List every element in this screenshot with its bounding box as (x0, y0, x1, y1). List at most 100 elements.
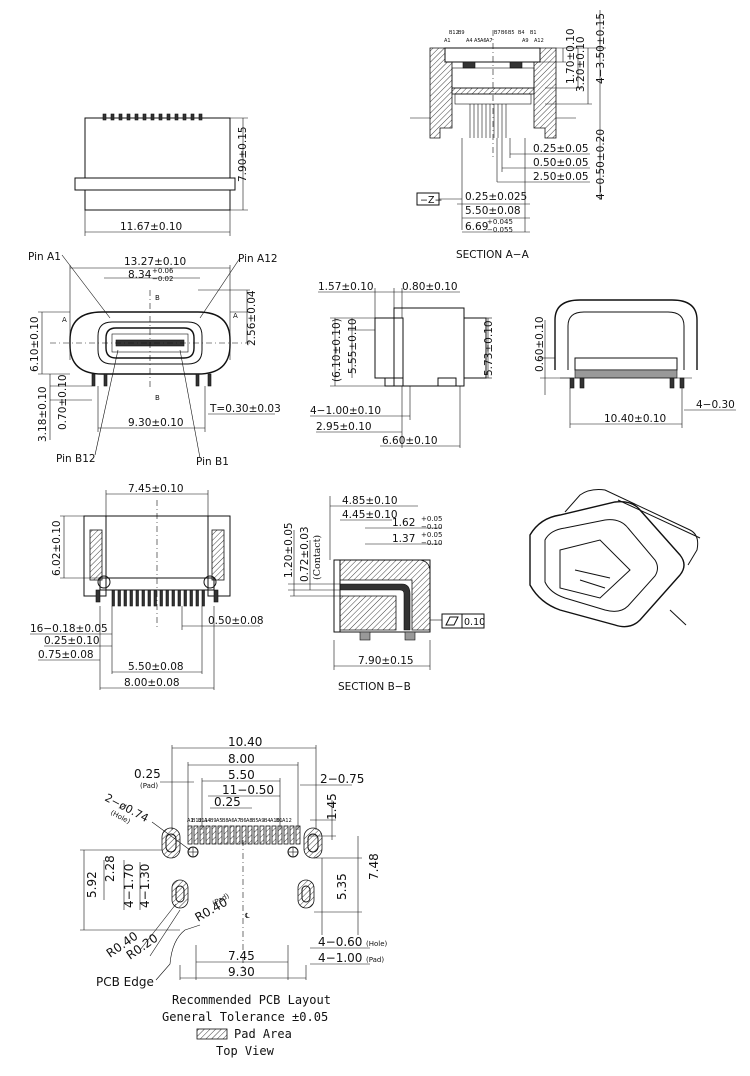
front-dim-3.18: 3.18±0.10 (37, 386, 49, 442)
bb-dim-1.20: 1.20±0.05 (283, 522, 295, 578)
pcb-pad (211, 825, 217, 845)
pcb-dim-7.45: 7.45 (228, 949, 255, 963)
pcb-pin-label: A7 (234, 818, 241, 824)
pcb-dim-8.00: 8.00 (228, 752, 255, 766)
pcb-pin-label: B8 (222, 818, 229, 824)
mid-dim-1.00: 4−1.00±0.10 (310, 405, 381, 417)
pcb-pin-label: B6 (240, 818, 247, 824)
bb-caption: SECTION B−B (338, 681, 411, 693)
pcb-edge-label: PCB Edge (96, 975, 154, 989)
side-view-height-dim: 7.90±0.15 (237, 126, 249, 182)
section-aa-contacts (469, 104, 507, 138)
datum-z: −Z− (420, 195, 442, 206)
bb-dim-1.37-tol-lower: −0.10 (421, 539, 442, 547)
pcb-dim-4-1.30: 4−1.30 (138, 864, 152, 908)
bb-dim-0.72: 0.72±0.03 (299, 526, 311, 582)
section-aa-dim-6.69: 6.69 (465, 221, 488, 233)
front-legs (91, 373, 212, 387)
notes-title: Recommended PCB Layout (172, 993, 331, 1007)
bottom-left-view: 7.45±0.10 (30, 483, 264, 690)
notes-top-view: Top View (216, 1044, 275, 1058)
pin-a12-label: Pin A12 (238, 253, 278, 265)
pcb-pad-slot-label: (Pad) (366, 956, 384, 964)
bl-dim-7.45: 7.45±0.10 (128, 483, 184, 495)
section-aa-pin-labels: B12 B9 A1 A4 A5 A6 A7 B7 B6 B5 B4 B1 A9 … (444, 30, 544, 44)
mid-dim-1.57: 1.57±0.10 (318, 281, 374, 293)
front-dim-0.70: 0.70±0.10 (57, 374, 69, 430)
pcb-layout-view: 10.40 8.00 5.50 0.25 (Pad) 2−0.75 11−0.5… (80, 735, 388, 989)
pcb-pad (205, 825, 211, 845)
mid-view: 1.57±0.10 0.80±0.10 (6.10±0.10) 5.55±0.1… (310, 281, 495, 448)
pcb-pin-label: A5 (216, 818, 223, 824)
pcb-pin-label: A10 (270, 818, 280, 824)
bl-dim-6.02: 6.02±0.10 (51, 520, 63, 576)
side-view-pins (102, 113, 203, 121)
side-view: 7.90±0.15 11.67±0.10 (74, 113, 249, 236)
pcb-pin-label: B9 (210, 818, 217, 824)
bl-dim-0.25: 0.25±0.10 (44, 635, 100, 647)
notes-tolerance: General Tolerance ±0.05 (162, 1010, 328, 1024)
bb-dim-1.62-tol-lower: −0.10 (421, 523, 442, 531)
pcb-pin-label: A6 (228, 818, 235, 824)
pcb-pad (187, 825, 193, 845)
pcb-pin-label: B5 (252, 818, 259, 824)
front-section-mark-a-left: A (62, 316, 67, 324)
pcb-pad (265, 825, 271, 845)
iso-3d-view (529, 489, 701, 628)
section-aa-dim-0.25b: 0.25±0.025 (465, 191, 527, 203)
front-section-mark-b-top: B (155, 294, 160, 302)
pcb-pin-label: B1 (276, 818, 283, 824)
bl-dim-8.00: 8.00±0.08 (124, 677, 180, 689)
front-dim-8.34-tol-upper: +0.06 (152, 267, 174, 275)
section-aa-dim-1.70: 1.70±0.10 (565, 28, 577, 84)
pcb-pin-label: A8 (246, 818, 253, 824)
section-aa-dim-0.50b: 0.50±0.05 (533, 157, 589, 169)
front-dim-9.30: 9.30±0.10 (128, 417, 184, 429)
bl-dim-16-0.18: 16−0.18±0.05 (30, 623, 108, 635)
section-aa-dim-6.69-tol-lower: −0.055 (487, 226, 513, 234)
pcb-pad (241, 825, 247, 845)
front-section-mark-b-bottom: B (155, 394, 160, 402)
pcb-slot-pad (303, 827, 323, 859)
pcb-dim-2-0.75: 2−0.75 (320, 772, 364, 786)
pcb-pad (217, 825, 223, 845)
section-aa-dim-0.50: 4−0.50±0.20 (595, 129, 607, 200)
front-view: Pin A1 Pin A12 13.27±0.10 8.34 +0.06 −0.… (28, 251, 281, 468)
pin-label: B9 (458, 30, 465, 36)
pcb-dim-1.45: 1.45 (325, 793, 339, 820)
bl-dim-5.50: 5.50±0.08 (128, 661, 184, 673)
bl-pins (95, 589, 219, 607)
pcb-pad (283, 825, 289, 845)
pcb-dim-11-0.50: 11−0.50 (222, 783, 274, 797)
mid-dim-2.95: 2.95±0.10 (316, 421, 372, 433)
pcb-pin-label: A9 (258, 818, 265, 824)
section-aa-dim-0.25: 0.25±0.05 (533, 143, 589, 155)
pcb-hole-slot-label: (Hole) (366, 940, 388, 948)
bb-contact-label: (Contact) (312, 535, 323, 580)
flatness-icon (445, 616, 459, 626)
pcb-pad (223, 825, 229, 845)
side-view-width-dim: 11.67±0.10 (120, 221, 182, 233)
pcb-pin-label: B11 (198, 818, 208, 824)
bb-dim-7.90: 7.90±0.15 (358, 655, 414, 667)
pin-label: A4 (466, 38, 473, 44)
mid-dim-5.73: 5.73±0.10 (483, 320, 495, 376)
bl-dim-0.75: 0.75±0.08 (38, 649, 94, 661)
pcb-dim-5.50: 5.50 (228, 768, 255, 782)
pin-label: A7 (486, 38, 493, 44)
pcb-slot-pad (171, 879, 189, 909)
pin-a1-label: Pin A1 (28, 251, 61, 263)
pin-b12-label: Pin B12 (56, 453, 96, 465)
notes-block: Recommended PCB Layout General Tolerance… (162, 993, 331, 1058)
pin-label: B7 (494, 30, 501, 36)
section-aa-dim-3.20: 3.20±0.10 (575, 36, 587, 92)
mid-dim-0.80: 0.80±0.10 (402, 281, 458, 293)
front-dim-6.10: 6.10±0.10 (29, 316, 41, 372)
pin-label: A9 (522, 38, 529, 44)
pcb-dim-0.25-pad: 0.25 (134, 767, 161, 781)
front-shell-inner (97, 321, 203, 365)
flatness-symbol-box (441, 613, 463, 629)
pcb-pad (277, 825, 283, 845)
section-aa-view: B12 B9 A1 A4 A5 A6 A7 B7 B6 B5 B4 B1 A9 … (410, 10, 607, 261)
